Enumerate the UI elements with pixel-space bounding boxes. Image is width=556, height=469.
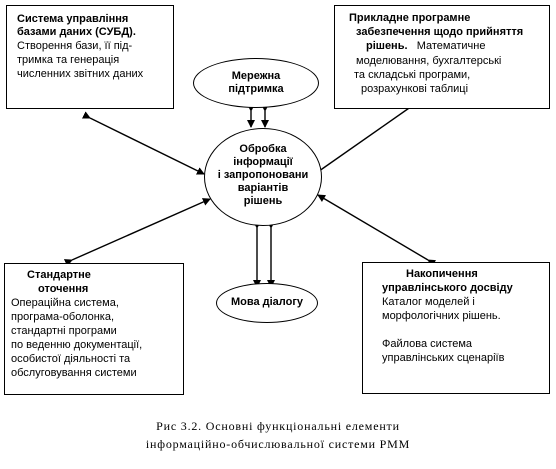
decision-software-title-3-bold: рішень. — [366, 40, 408, 52]
dbms-title-1: Система управління — [17, 13, 129, 25]
decision-software-title-1: Прикладне програмне — [349, 12, 471, 24]
experience-body-3: Файлова система — [382, 338, 473, 350]
processing-line-1: Обробка — [239, 143, 287, 155]
arrow-top-left — [81, 111, 205, 175]
experience-body-2: морфологічних рішень. — [382, 310, 501, 322]
experience-body-4: управлінських сценаріїв — [382, 352, 505, 364]
network-support-ellipse — [193, 58, 319, 108]
decision-software-body-2: та складські програми, — [354, 69, 471, 81]
dbms-body-3: численних звітних даних — [17, 68, 144, 80]
experience-body-1: Каталог моделей і — [382, 296, 475, 308]
decision-software-body-3: розрахункові таблиці — [361, 83, 469, 95]
arrow-bottom-left — [63, 198, 211, 267]
dialog-language-label: Мова діалогу — [230, 296, 304, 308]
arrow-top-right — [311, 98, 421, 177]
experience-title-2: управлінського досвіду — [382, 282, 513, 294]
experience-accumulation-box — [362, 262, 550, 394]
network-support-line-2: підтримка — [228, 83, 284, 95]
standard-environment-title-1: Стандартне — [27, 269, 91, 281]
standard-environment-body-3: стандартні програми — [11, 325, 117, 337]
standard-environment-body-2: програма-оболонка, — [11, 311, 115, 323]
processing-line-5: рішень — [243, 195, 283, 207]
network-support-line-1: Мережна — [231, 70, 281, 82]
standard-environment-title-2: оточення — [38, 283, 89, 295]
processing-line-2: інформації — [233, 156, 293, 168]
figure-caption-line-1: Рис 3.2. Основні функціональні елементи — [156, 419, 400, 433]
arrow-bottom-right — [317, 194, 437, 268]
experience-title-1: Накопичення — [406, 268, 478, 280]
processing-line-4: варіантів — [237, 182, 289, 194]
figure-caption-line-2: інформаційно-обчислювальної системи РММ — [145, 437, 411, 451]
dbms-title-2: базами даних (СУБД). — [17, 26, 136, 38]
standard-environment-body-5: особистої діяльності та — [11, 353, 131, 365]
decision-software-title-3: рішень. Математичне — [366, 40, 485, 53]
processing-line-3: і запропоновани — [217, 169, 309, 181]
standard-environment-body-6: обслуговування системи — [11, 367, 137, 379]
decision-software-box — [334, 5, 550, 109]
standard-environment-body-1: Операційна система, — [11, 297, 119, 309]
dbms-body-2: тримка та генерація — [17, 54, 120, 66]
standard-environment-box — [4, 263, 184, 395]
dbms-box — [6, 5, 174, 109]
dbms-body-1: Створення бази, її під- — [17, 40, 133, 52]
standard-environment-body-4: по веденню документації, — [11, 339, 143, 351]
decision-software-title-3-rest: Математичне — [416, 40, 486, 52]
decision-software-title-2: забезпечення щодо прийняття — [356, 26, 524, 38]
dialog-language-ellipse — [216, 283, 318, 323]
decision-software-body-1: моделювання, бухгалтерські — [356, 55, 502, 67]
processing-circle — [204, 128, 322, 226]
